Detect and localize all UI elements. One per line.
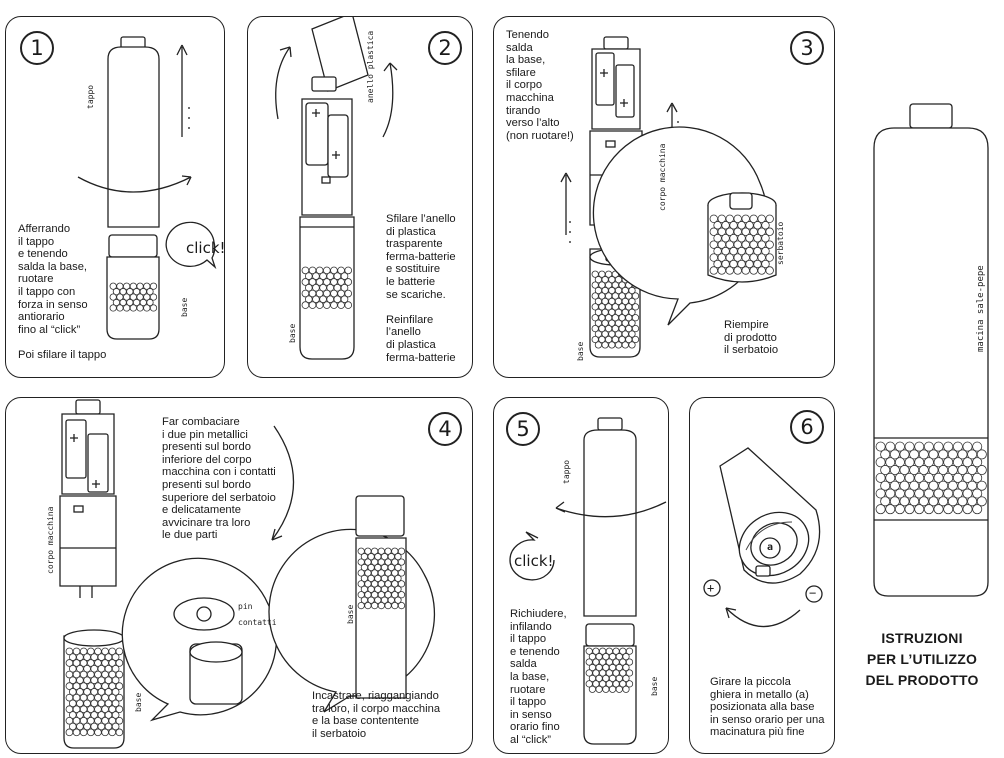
step-text-3: Tenendo salda la base, sfilare il corpo …	[506, 29, 574, 142]
page-title: ISTRUZIONI PER L’UTILIZZO DEL PRODOTTO	[865, 630, 979, 688]
step-text-1: Afferrando il tappo e tenendo salda la b…	[18, 223, 107, 361]
click-bubble: click!	[186, 239, 225, 257]
illustration-step-2	[275, 17, 398, 360]
panel-step-4: 4 corpo macchina Far combaciare i due pi…	[5, 397, 473, 754]
step-text-2: Sfilare l’anello di plastica trasparente…	[386, 213, 456, 364]
step-number-4: 4	[428, 412, 462, 446]
knob-label-a: a	[767, 542, 774, 553]
label-tappo: tappo	[86, 84, 95, 109]
illustration-step-3	[560, 36, 777, 358]
label-base-5: base	[650, 676, 659, 696]
label-base-4b: base	[346, 604, 355, 624]
label-anello-plastica: anello plastica	[366, 30, 375, 103]
label-macina-sale-pepe: macina sale-pepe	[976, 265, 986, 352]
panel-step-5: 5 tappo click! Richiudere, infilando il …	[493, 397, 669, 754]
illustration-step-1	[77, 36, 217, 340]
illustration-step-4	[59, 399, 436, 749]
step-text-6: Girare la piccola ghiera in metallo (a) …	[710, 676, 825, 739]
product-illustration	[873, 103, 989, 597]
panel-step-2: 2 anello plastica base Sfilare l’anello …	[247, 16, 473, 378]
plus-icon: +	[707, 581, 715, 595]
step-number-2: 2	[428, 31, 462, 65]
label-corpo-macchina-4: corpo macchina	[46, 506, 55, 574]
label-base: base	[180, 297, 189, 317]
illustration-step-5	[509, 417, 667, 745]
illustration-step-6	[703, 447, 823, 628]
step-text-4: Far combaciare i due pin metallici prese…	[162, 416, 276, 542]
panel-step-3: 3 Tenendo salda la base, sfilare il corp…	[493, 16, 835, 378]
click-bubble-5: click!	[514, 552, 554, 570]
step-text-5: Richiudere, infilando il tappo e tenendo…	[510, 608, 567, 746]
label-contatti: contatti	[238, 618, 277, 627]
step-number-3: 3	[790, 31, 824, 65]
label-base-2: base	[288, 323, 297, 343]
label-base-4a: base	[134, 692, 143, 712]
minus-icon: −	[809, 586, 817, 600]
step-text-3b: Riempire di prodotto il serbatoio	[724, 319, 779, 357]
step-number-5: 5	[506, 412, 540, 446]
label-serbatoio: serbatoio	[776, 221, 785, 265]
label-tappo-5: tappo	[562, 459, 571, 484]
label-base-3: base	[576, 341, 585, 361]
step-text-4b: Incastrare, riaggangiando tra loro, il c…	[312, 690, 441, 740]
step-number-6: 6	[790, 410, 824, 444]
label-corpo-macchina: corpo macchina	[658, 143, 667, 211]
step-number-1: 1	[20, 31, 54, 65]
panel-step-6: 6 a + − Girare la piccola ghiera in meta…	[689, 397, 835, 754]
label-pin: pin	[238, 602, 253, 611]
panel-step-1: 1 tappo base click! Afferrando il tappo …	[5, 16, 225, 378]
